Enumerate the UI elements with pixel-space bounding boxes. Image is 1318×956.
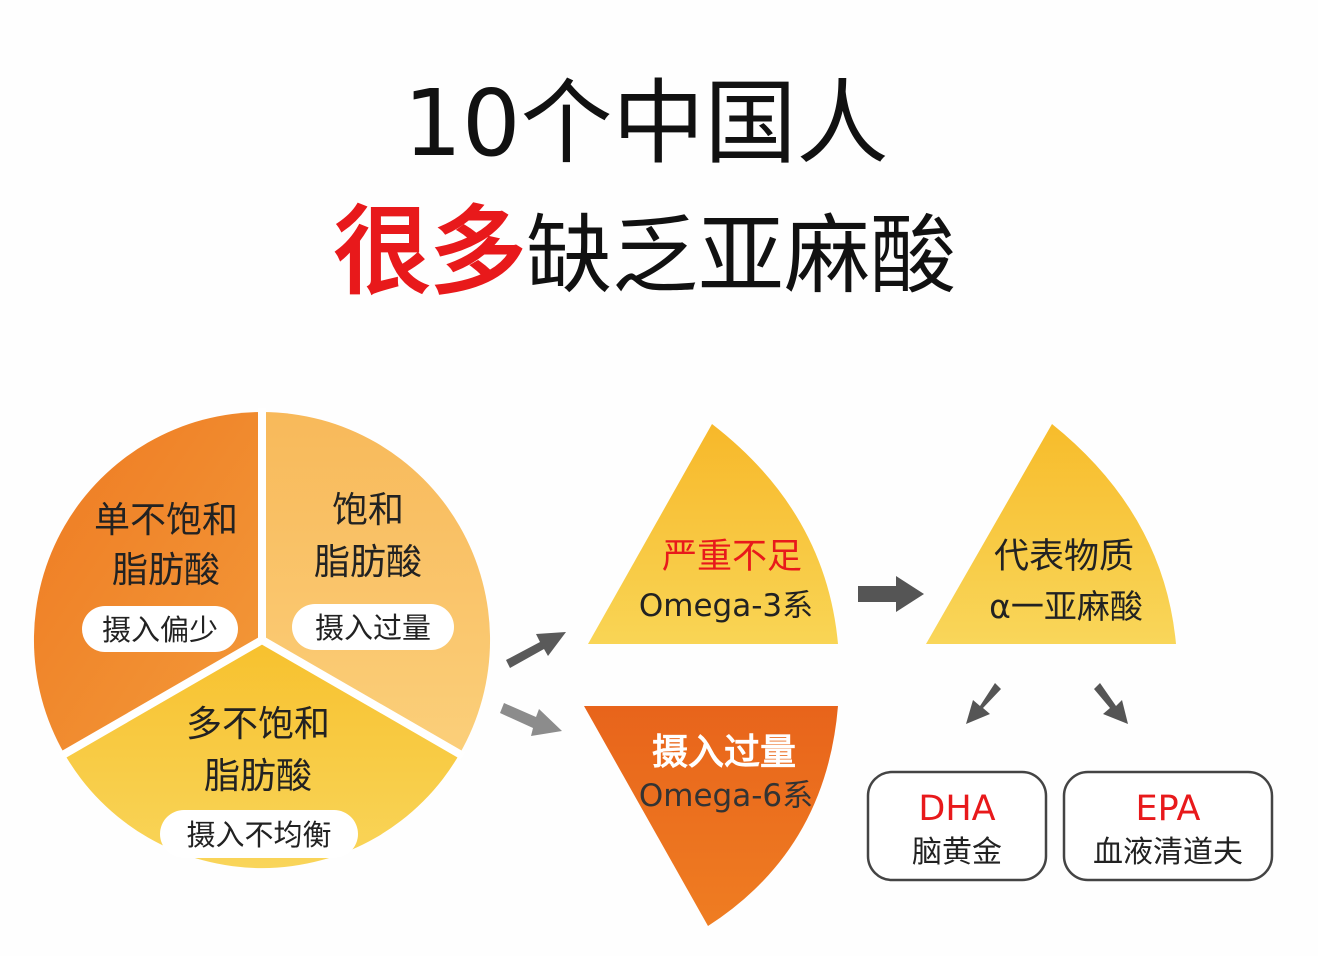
representative-label-line1: 代表物质 xyxy=(994,537,1134,577)
saturated-pill xyxy=(292,604,454,650)
representative-sector: 代表物质 α一亚麻酸 xyxy=(926,424,1176,644)
arrow-to-representative xyxy=(858,576,924,612)
fatty-acid-pie: 单不饱和 脂肪酸 摄入偏少 饱和 脂肪酸 摄入过量 多不饱和 脂肪酸 摄入不均衡 xyxy=(33,408,491,869)
arrow-to-dha xyxy=(966,683,1001,724)
saturated-label-line1: 饱和 xyxy=(332,490,404,531)
epa-box xyxy=(1062,770,1274,882)
poly-label-line1: 多不饱和 xyxy=(186,704,330,745)
saturated-pill-label: 摄入过量 xyxy=(315,611,431,645)
pie-divider xyxy=(260,636,465,760)
omega6-label-line2: Omega-6系 xyxy=(639,778,813,814)
poly-pill-label: 摄入不均衡 xyxy=(186,818,331,852)
epa-subtitle: 血液清道夫 xyxy=(1093,835,1243,870)
omega3-label-line2: Omega-3系 xyxy=(639,588,813,624)
omega6-sector: 摄入过量 Omega-6系 xyxy=(584,706,838,926)
omega3-sector: 严重不足 Omega-3系 xyxy=(588,424,838,644)
omega3-shape xyxy=(588,424,838,644)
title-line1: 10个中国人 xyxy=(403,70,888,177)
title-highlight: 很多 xyxy=(334,196,526,308)
omega3-label-line1: 严重不足 xyxy=(662,537,802,577)
epa-card: EPA 血液清道夫 xyxy=(1062,770,1274,882)
dha-title: DHA xyxy=(918,789,995,829)
omega6-shape xyxy=(584,706,838,926)
title-rest: 缺乏亚麻酸 xyxy=(526,206,956,306)
arrow-to-epa xyxy=(1094,683,1128,724)
mono-pill xyxy=(82,606,238,652)
pie-divider xyxy=(59,636,264,760)
representative-shape xyxy=(926,424,1176,644)
omega6-label-line1: 摄入过量 xyxy=(652,732,796,773)
title-group: 10个中国人 很多缺乏亚麻酸 xyxy=(334,70,956,308)
poly-pill xyxy=(160,810,358,858)
dha-subtitle: 脑黄金 xyxy=(912,835,1002,870)
mono-pill-label: 摄入偏少 xyxy=(102,613,218,647)
arrow-to-omega6 xyxy=(500,703,562,736)
epa-title: EPA xyxy=(1136,789,1201,829)
mono-label-line2: 脂肪酸 xyxy=(112,550,220,591)
poly-label-line2: 脂肪酸 xyxy=(204,756,312,797)
saturated-label-line2: 脂肪酸 xyxy=(314,542,422,583)
representative-label-line2: α一亚麻酸 xyxy=(989,587,1143,626)
dha-card: DHA 脑黄金 xyxy=(866,770,1048,882)
dha-box xyxy=(866,770,1048,882)
arrow-to-omega3 xyxy=(506,632,566,668)
title-line2: 很多缺乏亚麻酸 xyxy=(334,196,956,308)
mono-label-line1: 单不饱和 xyxy=(94,500,238,541)
